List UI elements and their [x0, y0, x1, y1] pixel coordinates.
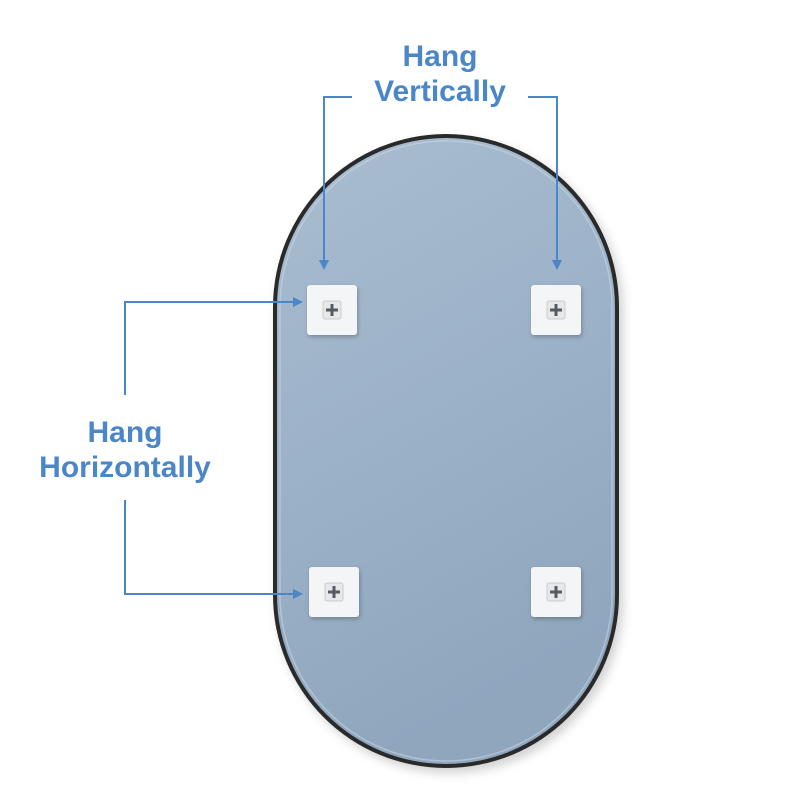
- mirror-highlight: [279, 140, 613, 762]
- screw-icon: [550, 586, 562, 598]
- hang-horizontally-line1: Hang: [87, 416, 163, 449]
- bracket-top-right: [531, 285, 581, 335]
- callout-vertical-left: [319, 96, 352, 270]
- callout-horizontal-top: [124, 297, 303, 395]
- callout-horizontal-bottom: [124, 500, 303, 599]
- hang-vertically-line1: Hang: [402, 40, 478, 73]
- screw-icon: [328, 586, 340, 598]
- hang-horizontally-label: Hang Horizontally: [15, 415, 235, 485]
- bracket-top-left: [307, 285, 357, 335]
- screw-icon: [326, 304, 338, 316]
- hang-horizontally-line2: Horizontally: [39, 451, 211, 484]
- hang-vertically-line2: Vertically: [374, 75, 506, 108]
- mirror-glass: [277, 138, 615, 764]
- screw-icon: [550, 304, 562, 316]
- bracket-bottom-left: [309, 567, 359, 617]
- bracket-bottom-right: [531, 567, 581, 617]
- callout-vertical-right: [528, 96, 562, 270]
- hang-vertically-label: Hang Vertically: [340, 39, 540, 109]
